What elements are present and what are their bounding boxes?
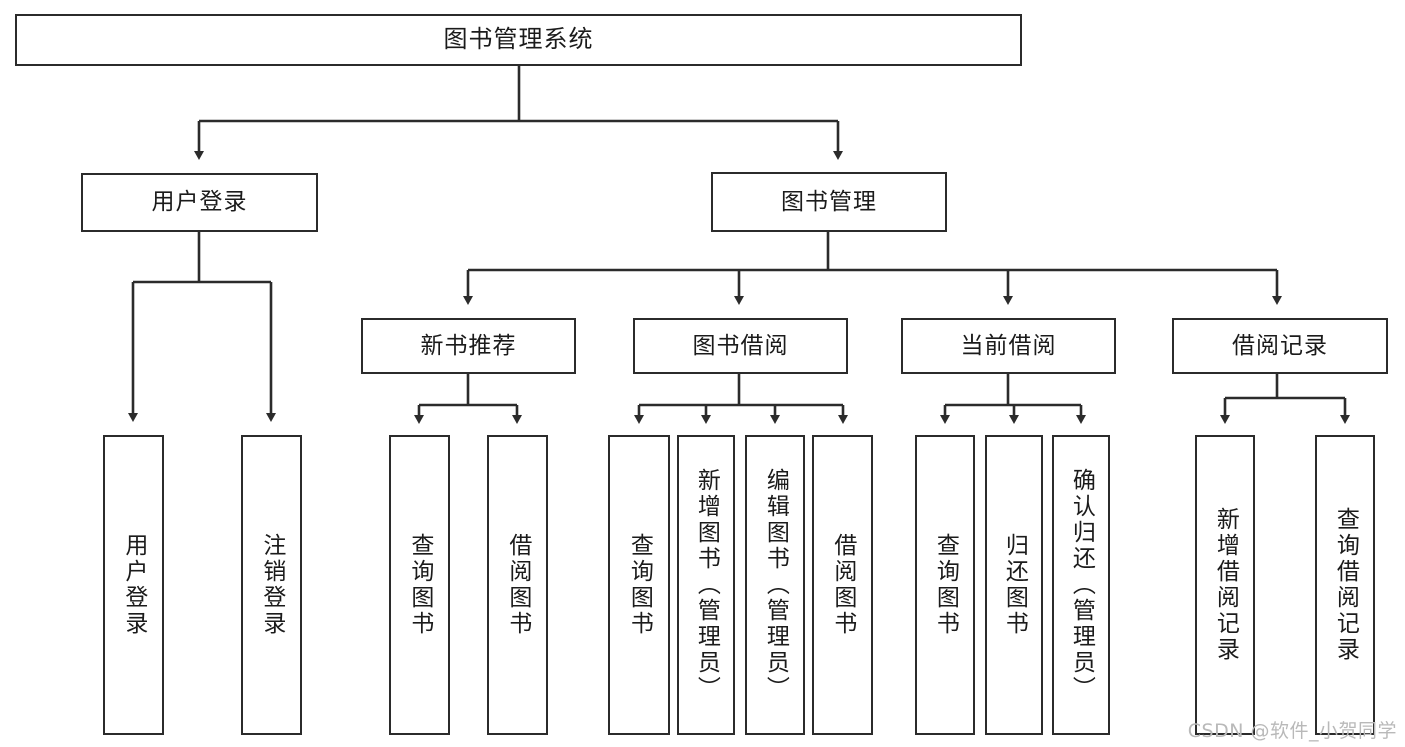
leaf-query-book-newbook[interactable]: 查询图书 — [389, 435, 450, 735]
node-label: 注销登录 — [258, 533, 285, 637]
leaf-query-book-borrow[interactable]: 查询图书 — [608, 435, 670, 735]
node-label: 查询借阅记录 — [1332, 507, 1359, 663]
leaf-query-book-current[interactable]: 查询图书 — [915, 435, 975, 735]
node-book-borrowing[interactable]: 图书借阅 — [633, 318, 848, 374]
node-root-system[interactable]: 图书管理系统 — [15, 14, 1022, 66]
leaf-add-book-admin[interactable]: 新增图书（管理员） — [677, 435, 735, 735]
leaf-logout[interactable]: 注销登录 — [241, 435, 302, 735]
node-label: 图书借阅 — [692, 332, 789, 359]
node-label: 新增图书（管理员） — [693, 468, 720, 702]
leaf-return-book[interactable]: 归还图书 — [985, 435, 1043, 735]
node-label: 图书管理系统 — [443, 25, 594, 54]
node-label: 查询图书 — [932, 533, 959, 637]
leaf-add-borrow-record[interactable]: 新增借阅记录 — [1195, 435, 1255, 735]
node-label: 归还图书 — [1001, 533, 1028, 637]
node-label: 编辑图书（管理员） — [762, 468, 789, 702]
node-label: 借阅图书 — [829, 533, 856, 637]
node-label: 用户登录 — [151, 189, 248, 216]
node-user-login[interactable]: 用户登录 — [81, 173, 318, 232]
leaf-user-login[interactable]: 用户登录 — [103, 435, 164, 735]
node-label: 查询图书 — [406, 533, 433, 637]
node-label: 查询图书 — [626, 533, 653, 637]
leaf-edit-book-admin[interactable]: 编辑图书（管理员） — [745, 435, 805, 735]
node-label: 图书管理 — [781, 188, 877, 215]
node-label: 当前借阅 — [960, 332, 1057, 359]
node-current-borrowing[interactable]: 当前借阅 — [901, 318, 1116, 374]
leaf-borrow-book-newbook[interactable]: 借阅图书 — [487, 435, 548, 735]
watermark-text: CSDN @软件_小贺同学 — [1187, 720, 1397, 742]
node-label: 借阅图书 — [504, 533, 531, 637]
leaf-borrow-book[interactable]: 借阅图书 — [812, 435, 873, 735]
node-label: 新增借阅记录 — [1212, 507, 1239, 663]
leaf-confirm-return-admin[interactable]: 确认归还（管理员） — [1052, 435, 1110, 735]
node-new-book-recommendation[interactable]: 新书推荐 — [361, 318, 576, 374]
node-label: 借阅记录 — [1232, 332, 1328, 359]
node-label: 用户登录 — [120, 533, 147, 637]
leaf-query-borrow-record[interactable]: 查询借阅记录 — [1315, 435, 1375, 735]
node-book-management[interactable]: 图书管理 — [711, 172, 947, 232]
node-borrow-records[interactable]: 借阅记录 — [1172, 318, 1388, 374]
node-label: 新书推荐 — [420, 332, 517, 359]
node-label: 确认归还（管理员） — [1068, 468, 1095, 702]
